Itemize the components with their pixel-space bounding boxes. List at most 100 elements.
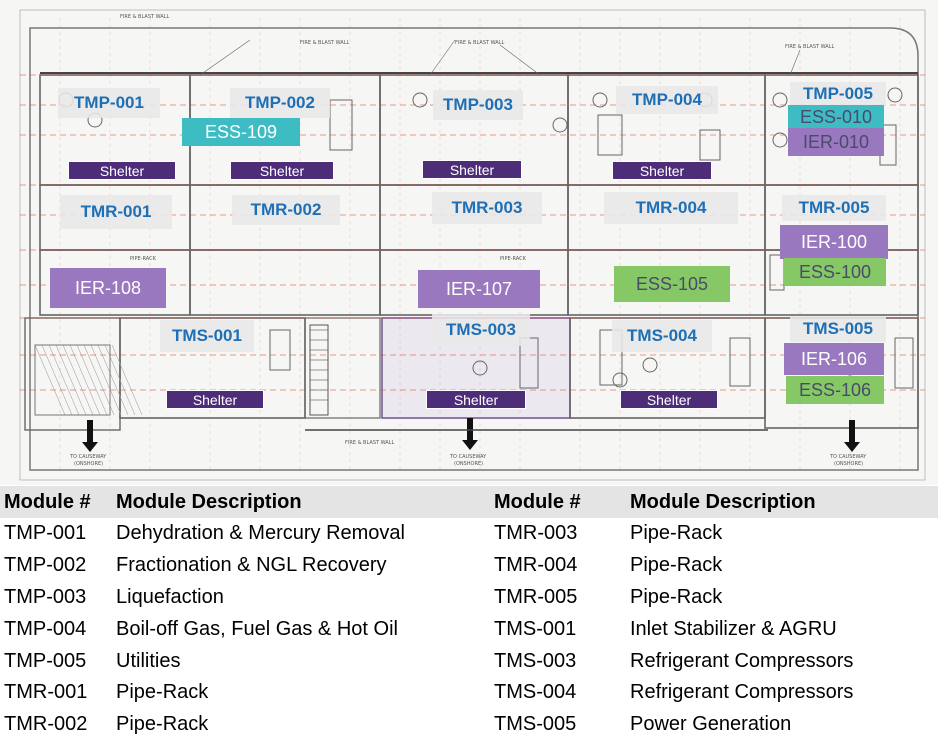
module-description: Power Generation — [630, 713, 792, 736]
module-number: TMS-005 — [494, 713, 577, 736]
module-number: TMP-002 — [4, 554, 87, 577]
hatch-line — [55, 344, 87, 416]
equipment-skid — [269, 329, 291, 371]
module-number: TMR-002 — [4, 713, 88, 736]
module-frame — [24, 317, 121, 431]
module-label-tms004: TMS-004 — [612, 320, 712, 352]
causeway-note: TO CAUSEWAY — [450, 454, 487, 460]
ess-label-ess109: ESS-109 — [182, 118, 300, 146]
shelter-label: Shelter — [68, 161, 176, 180]
equipment-vessel — [642, 357, 658, 373]
shelter-label: Shelter — [426, 390, 526, 409]
ier-label-ier010: IER-010 — [788, 128, 884, 156]
plot-plan: FIRE & BLAST WALL FIRE & BLAST WALL FIRE… — [0, 0, 938, 485]
module-label-tmp005: TMP-005 — [790, 82, 886, 106]
module-number: TMP-001 — [4, 522, 87, 545]
causeway-arrow-head — [844, 442, 860, 452]
equipment-skid — [729, 337, 751, 387]
module-description: Inlet Stabilizer & AGRU — [630, 617, 837, 640]
plot-boundary — [19, 9, 926, 481]
causeway-arrow-shaft — [87, 420, 93, 444]
module-description: Refrigerant Compressors — [630, 681, 854, 704]
header-module-number: Module # — [490, 486, 626, 518]
leader-line — [499, 44, 541, 76]
shelter-label: Shelter — [230, 161, 334, 180]
module-description: Utilities — [116, 649, 181, 672]
module-number: TMS-003 — [494, 649, 577, 672]
module-label-tmr002: TMR-002 — [232, 195, 340, 225]
shelter-label: Shelter — [422, 160, 522, 179]
leader-line — [199, 39, 251, 76]
causeway-arrow-shaft — [849, 420, 855, 444]
module-label-tmp002: TMP-002 — [230, 88, 330, 118]
module-description: Pipe-Rack — [116, 681, 209, 704]
module-label-tmr001: TMR-001 — [60, 195, 172, 229]
module-number: TMP-003 — [4, 585, 87, 608]
hatch-line — [90, 344, 122, 416]
header-module-number: Module # — [0, 486, 112, 518]
module-label-tmr005: TMR-005 — [782, 195, 886, 221]
equipment-skid — [699, 129, 721, 161]
table-row: TMP-004 Boil-off Gas, Fuel Gas & Hot Oil T… — [0, 613, 938, 645]
ess-label-ess105: ESS-105 — [614, 266, 730, 302]
table-row: TMP-001 Dehydration & Mercury Removal TMR-… — [0, 518, 938, 550]
legend-header-row: Module # Module Description Module # Mod… — [0, 486, 938, 518]
pipe-rack-note: PIPE-RACK — [500, 256, 526, 262]
module-number: TMS-001 — [494, 617, 577, 640]
equipment-skid — [599, 329, 623, 386]
module-description: Pipe-Rack — [630, 554, 723, 577]
module-description: Pipe-Rack — [116, 713, 209, 736]
pipe-rack-note: PIPE-RACK — [130, 256, 156, 262]
fire-wall-note: FIRE & BLAST WALL — [120, 14, 170, 20]
leader-line — [429, 39, 456, 76]
module-label-tmp001: TMP-001 — [58, 88, 160, 118]
module-label-tms005: TMS-005 — [790, 316, 886, 342]
ess-label-ess010: ESS-010 — [788, 105, 884, 129]
ier-label-ier107: IER-107 — [418, 270, 540, 308]
equipment-vessel — [592, 92, 608, 108]
hatch-line — [34, 344, 66, 416]
module-frame — [304, 317, 381, 419]
module-description: Boil-off Gas, Fuel Gas & Hot Oil — [116, 617, 398, 640]
fire-wall-note: FIRE & BLAST WALL — [455, 40, 505, 46]
module-label-tmr003: TMR-003 — [432, 192, 542, 224]
causeway-arrow-head — [462, 440, 478, 450]
module-number: TMP-004 — [4, 617, 87, 640]
stair — [309, 324, 329, 416]
shelter-label: Shelter — [612, 161, 712, 180]
shelter-label: Shelter — [620, 390, 718, 409]
table-row: TMR-002 Pipe-Rack TMS-005 Power Generation — [0, 709, 938, 741]
module-label-tmr004: TMR-004 — [604, 192, 738, 224]
causeway-note: (ONSHORE) — [454, 461, 484, 467]
module-frame — [189, 249, 381, 316]
ess-label-ess106: ESS-106 — [786, 376, 884, 404]
fire-wall-note: FIRE & BLAST WALL — [300, 40, 350, 46]
module-label-tms003: TMS-003 — [432, 314, 530, 346]
equipment-skid — [329, 99, 353, 151]
causeway-note: TO CAUSEWAY — [70, 454, 107, 460]
hatch-line — [76, 344, 108, 416]
module-label-tmp003: TMP-003 — [433, 90, 523, 120]
hatch-line — [69, 344, 101, 416]
equipment-vessel — [472, 360, 488, 376]
module-number: TMR-005 — [494, 585, 578, 608]
module-number: TMR-003 — [494, 522, 578, 545]
causeway-note: (ONSHORE) — [74, 461, 104, 467]
module-number: TMP-005 — [4, 649, 87, 672]
hatch-line — [83, 344, 115, 416]
module-label-tms001: TMS-001 — [160, 320, 254, 352]
module-number: TMS-004 — [494, 681, 577, 704]
hatch-line — [62, 344, 94, 416]
equipment-vessel — [552, 117, 568, 133]
equipment-skid — [597, 114, 623, 156]
causeway-note: TO CAUSEWAY — [830, 454, 867, 460]
ier-label-ier108: IER-108 — [50, 268, 166, 308]
ess-label-ess100: ESS-100 — [784, 258, 886, 286]
hatch-line — [111, 344, 143, 416]
module-label-tmp004: TMP-004 — [616, 86, 718, 114]
module-description: Fractionation & NGL Recovery — [116, 554, 387, 577]
module-description: Dehydration & Mercury Removal — [116, 522, 405, 545]
